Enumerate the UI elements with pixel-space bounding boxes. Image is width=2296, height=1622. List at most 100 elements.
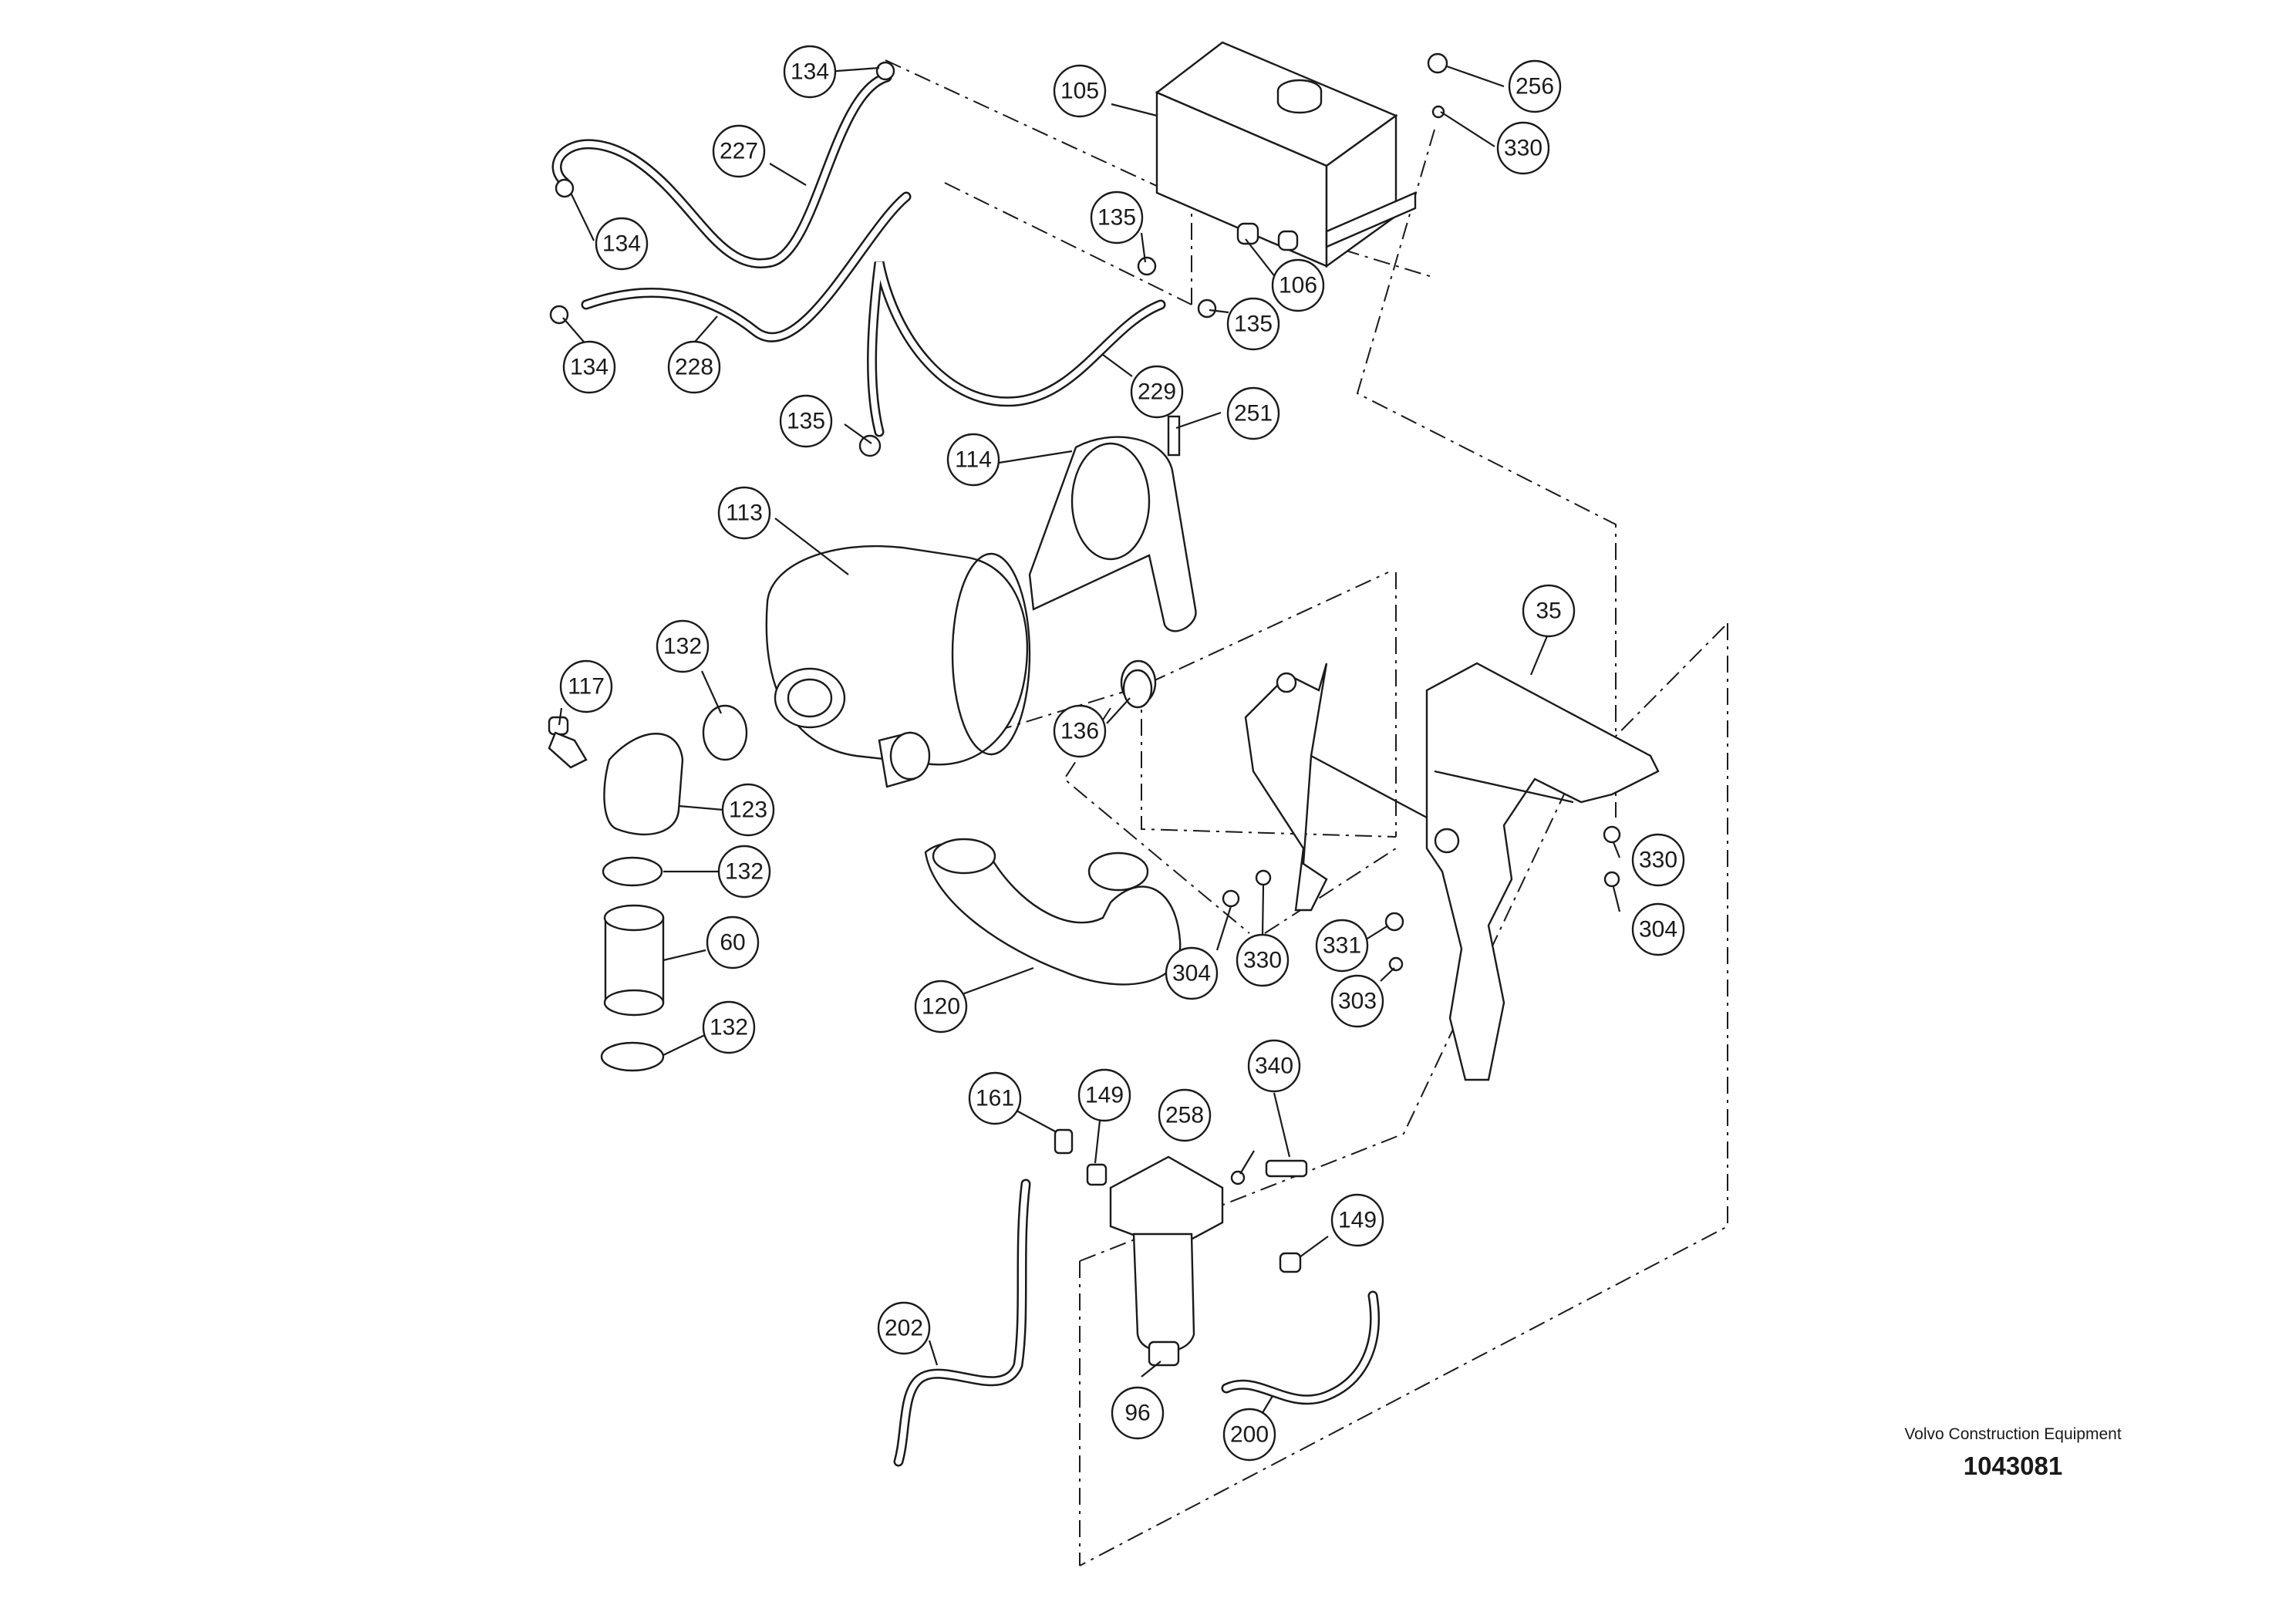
callout-135: 135: [1090, 191, 1144, 244]
callout-114: 114: [946, 433, 1000, 487]
callout-135: 135: [1226, 297, 1280, 351]
callout-number: 200: [1230, 1422, 1269, 1448]
callout-circle: [595, 217, 649, 271]
callout-105: 105: [1053, 64, 1107, 118]
callout-number: 330: [1243, 948, 1282, 973]
callout-number: 330: [1504, 136, 1542, 161]
callout-number: 134: [602, 231, 641, 257]
callout-117: 117: [559, 659, 613, 713]
callout-134: 134: [562, 340, 616, 394]
mounting-bracket: [1244, 662, 1660, 1081]
callout-330: 330: [1496, 121, 1550, 175]
callout-number: 135: [1234, 312, 1273, 337]
callout-304: 304: [1165, 946, 1219, 1000]
callout-303: 303: [1330, 974, 1384, 1028]
callout-number: 304: [1172, 961, 1211, 986]
callout-number: 304: [1639, 917, 1677, 943]
callout-circle: [1130, 365, 1184, 419]
callout-circle: [559, 659, 613, 713]
fuel-filter: [1109, 1155, 1224, 1367]
callout-circle: [1247, 1039, 1301, 1093]
callout-number: 96: [1124, 1401, 1150, 1426]
air-filter-assembly: [765, 436, 1197, 788]
callout-circle: [706, 916, 760, 969]
drawing-title-block: Volvo Construction Equipment 1043081: [1897, 1425, 2129, 1481]
callout-number: 132: [663, 634, 702, 659]
callout-number: 35: [1536, 599, 1561, 624]
callout-circle: [1271, 258, 1325, 312]
leader-lines: [558, 65, 1621, 1416]
drawing-number: 1043081: [1963, 1452, 2063, 1480]
callout-circle: [702, 1000, 756, 1054]
callout-circle: [1315, 919, 1369, 973]
callout-circle: [562, 340, 616, 394]
callout-number: 132: [725, 859, 764, 885]
callout-circle: [1226, 297, 1280, 351]
callout-134: 134: [783, 45, 837, 99]
callout-number: 330: [1639, 848, 1677, 873]
callout-256: 256: [1508, 59, 1562, 113]
callout-circle: [1330, 1193, 1384, 1247]
callout-circle: [1226, 386, 1280, 440]
callout-number: 105: [1060, 79, 1099, 104]
callout-number: 228: [675, 355, 713, 380]
callout-circle: [1631, 833, 1685, 887]
callout-circle: [717, 845, 771, 899]
callout-circle: [914, 980, 968, 1034]
callout-229: 229: [1130, 365, 1184, 419]
callout-circle: [717, 486, 771, 540]
callout-251: 251: [1226, 386, 1280, 440]
callout-number: 106: [1279, 273, 1317, 298]
callout-330: 330: [1236, 933, 1290, 987]
callout-134: 134: [595, 217, 649, 271]
callout-132: 132: [702, 1000, 756, 1054]
callout-258: 258: [1158, 1088, 1212, 1142]
callout-circle: [968, 1071, 1022, 1125]
intake-elbow: [548, 704, 748, 1072]
callout-number: 303: [1338, 989, 1377, 1014]
callout-circle: [1165, 946, 1219, 1000]
clamps-and-fittings: [548, 52, 1621, 1273]
callout-number: 117: [568, 674, 605, 700]
callout-number: 149: [1338, 1208, 1377, 1233]
callout-96: 96: [1111, 1386, 1165, 1440]
callout-113: 113: [717, 486, 771, 540]
callout-340: 340: [1247, 1039, 1301, 1093]
callout-123: 123: [721, 783, 775, 837]
callout-304: 304: [1631, 902, 1685, 956]
callout-132: 132: [717, 845, 771, 899]
callout-circle: [1222, 1408, 1276, 1462]
callout-106: 106: [1271, 258, 1325, 312]
callout-circle: [1077, 1068, 1131, 1122]
callout-number: 120: [922, 994, 960, 1020]
callout-35: 35: [1522, 584, 1576, 638]
callout-circle: [1236, 933, 1290, 987]
callout-circle: [1158, 1088, 1212, 1142]
callout-circle: [1111, 1386, 1165, 1440]
callout-number: 229: [1138, 379, 1176, 405]
callout-number: 113: [726, 501, 763, 526]
callout-circle: [1522, 584, 1576, 638]
callout-circle: [877, 1301, 931, 1355]
callout-161: 161: [968, 1071, 1022, 1125]
callout-149: 149: [1077, 1068, 1131, 1122]
callout-number: 161: [976, 1086, 1014, 1111]
callout-149: 149: [1330, 1193, 1384, 1247]
callout-number: 134: [791, 59, 829, 85]
callout-number: 135: [1097, 205, 1136, 231]
callout-331: 331: [1315, 919, 1369, 973]
callout-circle: [1090, 191, 1144, 244]
callout-number: 135: [787, 409, 825, 434]
callout-135: 135: [779, 394, 833, 448]
callout-circle: [1508, 59, 1562, 113]
callout-60: 60: [706, 916, 760, 969]
callout-number: 202: [885, 1316, 923, 1341]
callout-circle: [712, 124, 766, 178]
callout-number: 114: [955, 447, 992, 473]
callout-number: 136: [1060, 719, 1099, 744]
callout-number: 256: [1515, 74, 1554, 99]
callout-number: 258: [1165, 1103, 1204, 1128]
callout-number: 227: [720, 139, 758, 164]
callout-number: 251: [1234, 401, 1273, 427]
